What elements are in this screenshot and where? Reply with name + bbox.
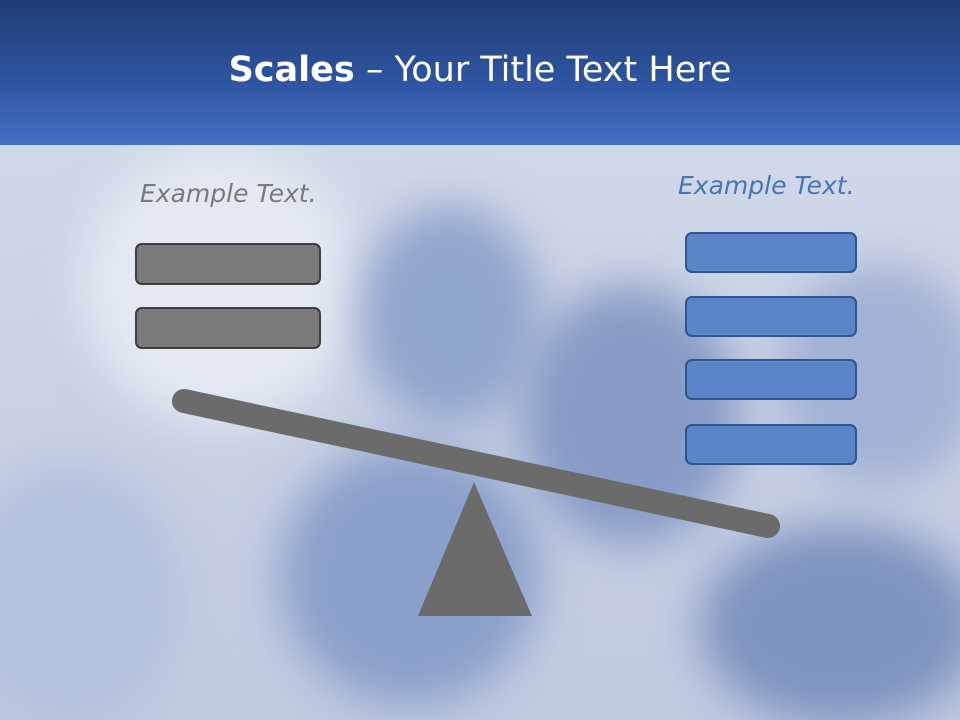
- right-label: Example Text.: [678, 171, 855, 200]
- balance-beam: [172, 389, 780, 538]
- photo-region: [80, 145, 360, 425]
- title-bold: Scales: [228, 50, 355, 90]
- title-rest: – Your Title Text Here: [354, 50, 732, 90]
- right-text-box[interactable]: [685, 424, 857, 465]
- left-label: Example Text.: [140, 179, 317, 208]
- fulcrum-triangle: [418, 482, 532, 616]
- photo-region: [700, 525, 960, 720]
- left-text-box[interactable]: [135, 307, 321, 349]
- right-text-box[interactable]: [685, 296, 857, 337]
- photo-region: [360, 205, 540, 425]
- title-bar: Scales – Your Title Text Here: [0, 0, 960, 145]
- photo-region: [0, 465, 180, 720]
- right-text-box[interactable]: [685, 232, 857, 273]
- left-text-box[interactable]: [135, 243, 321, 285]
- slide-title: Scales – Your Title Text Here: [0, 50, 960, 90]
- right-text-box[interactable]: [685, 359, 857, 400]
